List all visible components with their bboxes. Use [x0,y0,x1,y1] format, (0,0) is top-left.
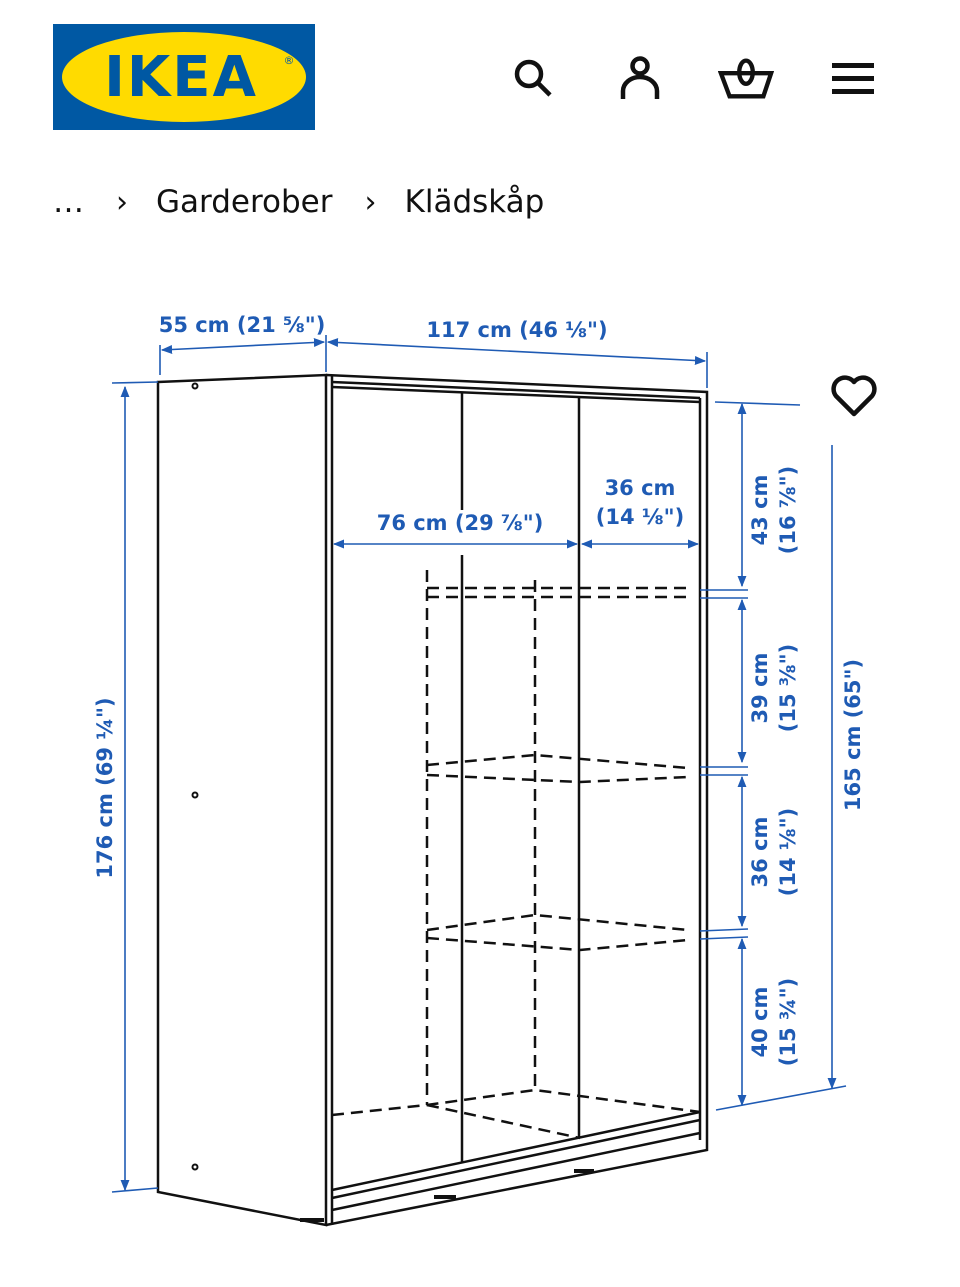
favorite-button[interactable] [826,368,882,424]
breadcrumb-ellipsis[interactable]: … [53,184,84,220]
right-compartment-width-cm: 36 cm [605,476,676,500]
heart-icon [831,375,877,417]
chevron-right-icon: › [116,184,128,220]
menu-icon [832,63,874,94]
account-button[interactable] [612,50,668,106]
depth-label: 55 cm (21 ⅝") [159,313,326,337]
feet [300,1169,594,1222]
chevron-right-icon: › [364,184,377,220]
menu-button[interactable] [825,50,881,106]
shelf-spacing-3-cm: 36 cm [748,817,772,888]
breadcrumb-garderober[interactable]: Garderober [156,184,333,220]
width-label: 117 cm (46 ⅛") [426,318,607,342]
logo-text: IKEA [104,45,258,110]
registered-mark: ® [284,54,295,67]
shelf-spacing-4-in: (15 ¾") [776,978,800,1066]
left-compartment-width-label: 76 cm (29 ⅞") [377,511,544,535]
basket-button[interactable] [718,50,774,106]
site-header: IKEA ® [0,0,960,150]
search-icon [514,59,552,97]
user-icon [620,56,660,99]
shelf-spacing-1-cm: 43 cm [748,475,772,546]
panel-holes [191,382,199,1171]
shelf-spacing-1-in: (16 ⅞") [776,466,800,554]
breadcrumb: … › Garderober › Klädskåp [53,180,544,224]
dimension-lines [111,335,847,1193]
basket-icon [718,58,774,99]
product-dimension-drawing: 55 cm (21 ⅝") 117 cm (46 ⅛") 176 cm (69 … [93,313,865,1227]
shelf-spacing-3-in: (14 ⅛") [776,808,800,896]
search-button[interactable] [505,50,561,106]
wardrobe-outline [156,373,709,1227]
inner-height-label: 165 cm (65") [841,659,865,811]
right-compartment-width-in: (14 ⅛") [596,505,684,529]
shelf-spacing-2-cm: 39 cm [748,653,772,724]
breadcrumb-kladskap[interactable]: Klädskåp [404,184,545,220]
height-label: 176 cm (69 ¼") [93,697,117,878]
shelf-spacing-4-cm: 40 cm [748,987,772,1058]
ikea-logo[interactable]: IKEA ® [53,24,315,130]
inner-shelves [331,570,701,1140]
shelf-spacing-2-in: (15 ⅜") [776,644,800,732]
